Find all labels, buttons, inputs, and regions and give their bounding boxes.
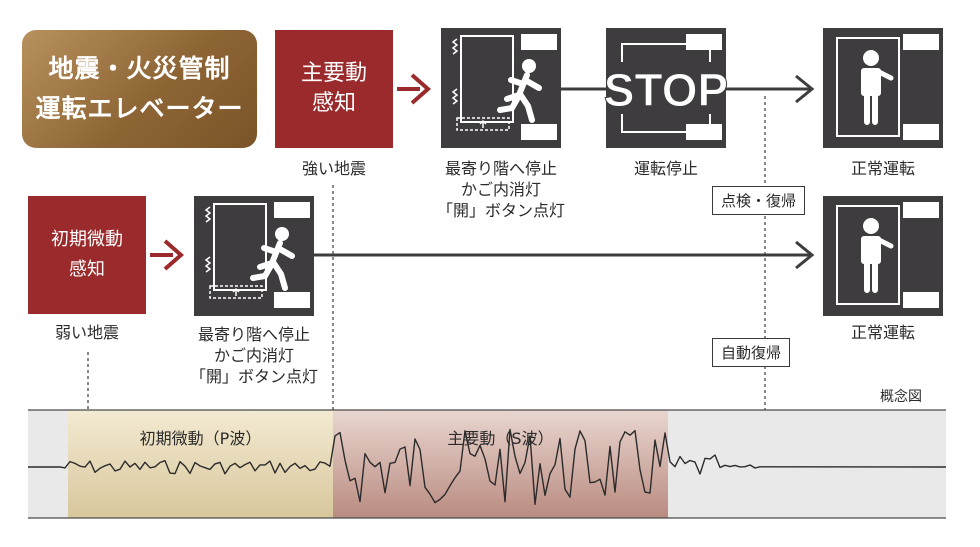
title-line-1: 地震・火災管制 bbox=[48, 54, 231, 83]
stop-nearest-caption-top: 最寄り階へ停止 かご内消灯 「開」ボタン点灯 bbox=[421, 158, 581, 221]
stop-nearest-line-1: 最寄り階へ停止 bbox=[444, 159, 557, 178]
s-wave-label: 主要動（S波） bbox=[447, 429, 554, 448]
weak-quake-caption: 弱い地震 bbox=[54, 323, 119, 342]
major-motion-label-2: 感知 bbox=[311, 91, 356, 116]
initial-motion-box: 初期微動 感知 bbox=[28, 196, 146, 314]
initial-motion-label-2: 感知 bbox=[69, 259, 105, 280]
major-motion-box: 主要動 感知 bbox=[275, 30, 393, 148]
stop-caption: 運転停止 bbox=[633, 159, 698, 178]
normal-caption-bottom: 正常運転 bbox=[850, 323, 915, 342]
seismograph-wave bbox=[28, 428, 947, 505]
initial-motion-label-1: 初期微動 bbox=[51, 229, 123, 250]
stop-nearest-2-line-1: 最寄り階へ停止 bbox=[197, 325, 310, 344]
concept-label: 概念図 bbox=[880, 389, 922, 405]
strong-quake-caption: 強い地震 bbox=[301, 159, 366, 178]
p-wave-label: 初期微動（P波） bbox=[139, 429, 262, 448]
stop-sign-text: STOP bbox=[604, 64, 728, 116]
title-box: 地震・火災管制 運転エレベーター bbox=[22, 30, 257, 148]
stop-nearest-2-line-3: 「開」ボタン点灯 bbox=[189, 367, 318, 386]
stop-nearest-caption-bottom: 最寄り階へ停止 かご内消灯 「開」ボタン点灯 bbox=[174, 324, 334, 387]
title-line-2: 運転エレベーター bbox=[35, 94, 244, 123]
stop-nearest-line-2: かご内消灯 bbox=[460, 180, 541, 199]
normal-caption-top: 正常運転 bbox=[850, 159, 915, 178]
stop-nearest-2-line-2: かご内消灯 bbox=[213, 346, 294, 365]
stop-nearest-line-3: 「開」ボタン点灯 bbox=[436, 201, 565, 220]
auto-recovery-tag: 自動復帰 bbox=[712, 338, 791, 367]
inspection-recovery-tag: 点検・復帰 bbox=[712, 186, 806, 215]
major-motion-label-1: 主要動 bbox=[300, 61, 367, 86]
